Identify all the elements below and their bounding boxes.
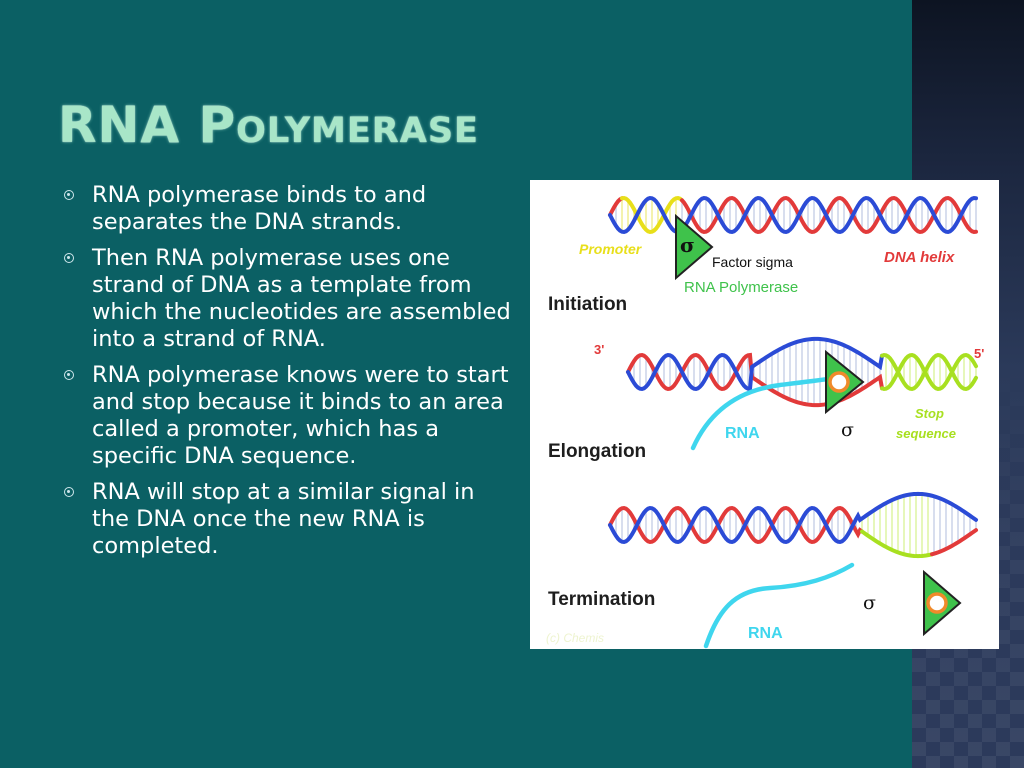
bullet-text: Then RNA polymerase uses one strand of D… <box>92 245 511 352</box>
termination-label: Termination <box>548 589 655 610</box>
three-prime-label: 3' <box>594 342 604 357</box>
sigma-symbol-termination: σ <box>863 592 876 614</box>
bullet-circle-icon <box>64 370 74 380</box>
bullet-circle-icon <box>64 487 74 497</box>
dna-strand-red <box>860 529 934 559</box>
dna-strand-red <box>680 195 978 235</box>
polymerase-core-icon <box>828 371 850 393</box>
bullet-circle-icon <box>64 253 74 263</box>
rna-polymerase-diagram: σ Promoter Factor sigma DNA helix RNA Po… <box>530 180 999 649</box>
rna-label-elongation: RNA <box>725 425 760 442</box>
list-item: RNA will stop at a similar signal in the… <box>62 479 512 560</box>
five-prime-label: 5' <box>974 346 984 361</box>
dna-helix-label: DNA helix <box>884 249 955 266</box>
dna-strand-red <box>608 196 624 217</box>
dna-strand-red <box>930 528 978 557</box>
bullet-text: RNA polymerase knows were to start and s… <box>92 362 509 469</box>
dna-helix-initiation <box>608 195 978 235</box>
rna-label-termination: RNA <box>748 625 783 642</box>
rna-polymerase-label: RNA Polymerase <box>684 279 798 296</box>
rna-polymerase-initiation: σ <box>675 213 714 281</box>
page-title: RNA Polymerase <box>58 96 479 154</box>
elongation-label: Elongation <box>548 441 646 462</box>
dna-strand-red <box>608 505 864 545</box>
list-item: Then RNA polymerase uses one strand of D… <box>62 245 512 353</box>
stop-sequence-label: Stop <box>915 406 944 421</box>
factor-sigma-label: Factor sigma <box>712 254 793 270</box>
stop-sequence-label-line2: sequence <box>896 426 956 441</box>
list-item: RNA polymerase knows were to start and s… <box>62 362 512 470</box>
dna-helix-termination <box>608 491 978 559</box>
polymerase-core-icon <box>926 592 948 614</box>
credit-watermark: (c) Chemis <box>546 631 604 645</box>
initiation-label: Initiation <box>548 294 627 315</box>
bullet-text: RNA will stop at a similar signal in the… <box>92 479 475 559</box>
sigma-symbol-elongation: σ <box>841 419 854 441</box>
dna-strand-red <box>620 195 684 235</box>
sigma-symbol: σ <box>680 233 695 257</box>
rna-strand-elongation <box>690 375 838 451</box>
rna-polymerase-termination <box>923 569 962 637</box>
dna-strand-blue <box>608 491 978 545</box>
dna-strand-blue <box>880 352 978 392</box>
dna-helix-elongation <box>626 336 978 408</box>
bullet-circle-icon <box>64 190 74 200</box>
dna-strand-blue <box>626 336 884 392</box>
bullet-list: RNA polymerase binds to and separates th… <box>62 182 512 569</box>
rna-polymerase-elongation <box>825 349 865 415</box>
bullet-text: RNA polymerase binds to and separates th… <box>92 182 427 235</box>
dna-strand-blue <box>608 195 978 235</box>
list-item: RNA polymerase binds to and separates th… <box>62 182 512 236</box>
rna-strand-termination <box>703 562 855 649</box>
diagram-canvas: σ Promoter Factor sigma DNA helix RNA Po… <box>546 195 984 649</box>
promoter-label: Promoter <box>579 241 643 257</box>
